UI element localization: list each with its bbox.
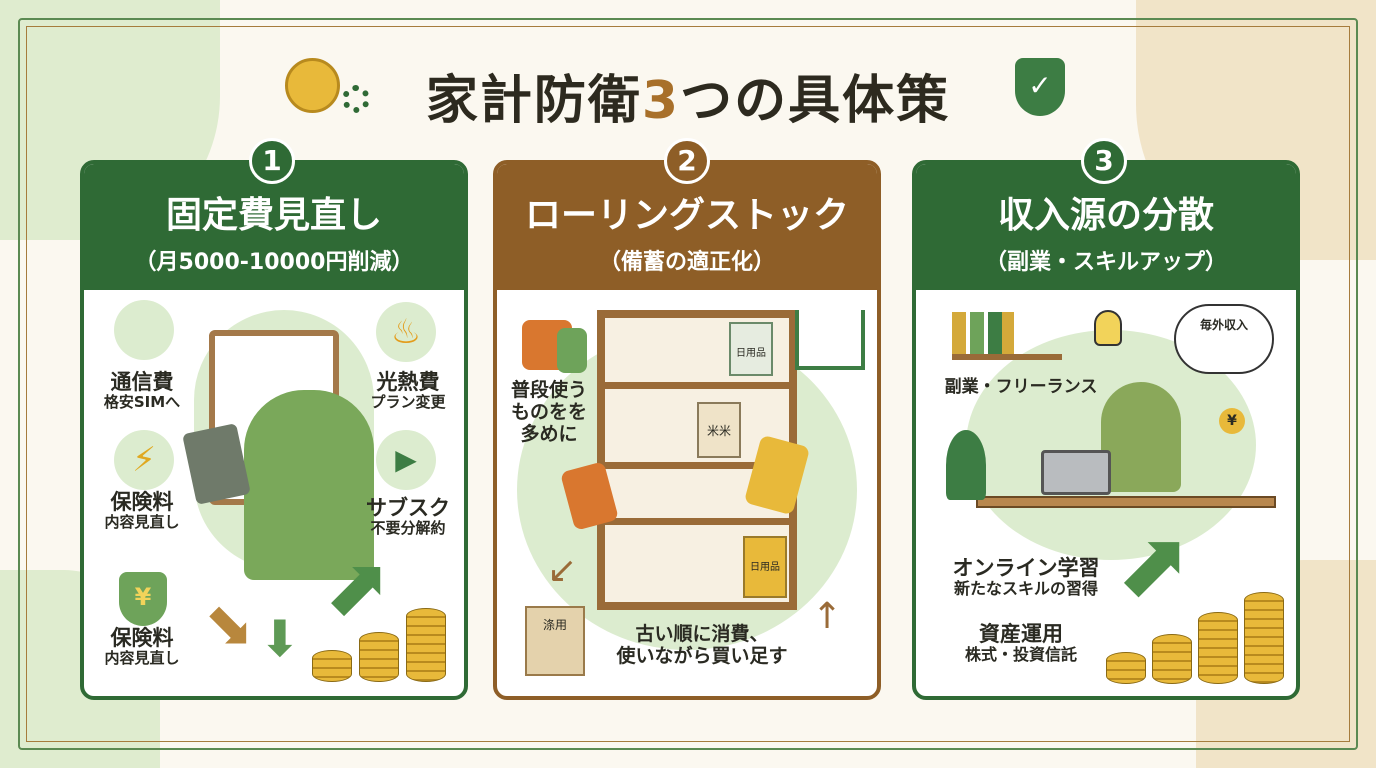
house-icon	[795, 310, 865, 370]
panel-heading: 収入源の分散	[997, 195, 1214, 236]
item-investment: 資産運用株式・投資信託	[946, 622, 1096, 665]
outer-frame	[18, 18, 1358, 750]
panel-income-diversification: 収入源の分散 （副業・スキルアップ） 毎外収入 副業・フリーランス ¥ オンライ…	[912, 160, 1300, 700]
lightbulb-icon	[1094, 310, 1122, 346]
panel-subheading: （副業・スキルアップ）	[984, 250, 1227, 275]
item-title: サブスク	[366, 496, 450, 520]
panel-number-badge: 2	[664, 138, 710, 184]
shelf-board	[605, 382, 789, 389]
panel-subheading: （月5000-10000円削減）	[134, 250, 414, 275]
item-communication: 通信費格安SIMへ	[92, 370, 192, 411]
item-insurance: 保険料内容見直し	[92, 490, 192, 531]
item-side-business: 副業・フリーランス	[944, 377, 1098, 397]
canned-food-icon	[557, 328, 587, 373]
panel-rolling-stock: ローリングストック （備蓄の適正化） 日用品 米米 日用品 普段使うものをを多め…	[493, 160, 881, 700]
panel-header: 固定費見直し （月5000-10000円削減）	[84, 164, 464, 290]
yen-shield-icon: ¥	[119, 572, 167, 626]
item-sub: 新たなスキルの習得	[953, 579, 1098, 599]
laptop-icon	[1041, 450, 1111, 495]
item-sub: 内容見直し	[104, 513, 180, 532]
item-online-learning: オンライン学習新たなスキルの習得	[936, 556, 1116, 599]
down-arrow-icon: ⬊	[204, 590, 255, 660]
cycle-arrow-icon: ↑	[812, 596, 843, 637]
item-subscriptions: サブスク不要分解約	[356, 496, 460, 537]
panel-header: ローリングストック （備蓄の適正化）	[497, 164, 877, 290]
up-arrow-icon: ⬈	[1116, 512, 1192, 617]
coin-stack-icon	[1244, 592, 1284, 684]
inner-frame	[26, 26, 1350, 742]
coin-stack-icon	[359, 632, 399, 682]
shelf-board	[605, 462, 789, 469]
item-title: 保険料	[110, 490, 174, 514]
item-sub: 内容見直し	[104, 649, 180, 668]
desk	[976, 496, 1276, 508]
thought-bubble: 毎外収入	[1174, 304, 1274, 374]
bubble-text: 毎外収入	[1199, 318, 1248, 332]
item-title: 資産運用	[979, 622, 1063, 646]
item-title: 光熱費	[376, 370, 440, 394]
item-title: オンライン学習	[952, 556, 1100, 580]
yen-coin-icon: ¥	[1219, 408, 1245, 434]
panel-header: 収入源の分散 （副業・スキルアップ）	[916, 164, 1296, 290]
bag-label: 日用品	[729, 322, 773, 376]
pouch-label: 涤用	[525, 606, 585, 676]
coin-stack-icon	[1106, 652, 1146, 684]
bottom-note: 古い順に消費、使いながら買い足す	[597, 623, 807, 668]
panel-heading: 固定費見直し	[165, 195, 382, 236]
item-sub: 格安SIMへ	[103, 393, 181, 412]
woman-at-laptop	[1101, 382, 1181, 492]
title-number: 3	[641, 71, 681, 131]
note-line: 使いながら買い足す	[616, 644, 788, 667]
woman-illustration	[244, 390, 374, 580]
bookshelf-icon	[952, 312, 1062, 360]
sim-card-icon	[114, 300, 174, 360]
coin-stack-icon	[285, 58, 340, 113]
item-sub: プラン変更	[370, 393, 446, 412]
panel-subheading: （備蓄の適正化）	[598, 250, 775, 275]
up-arrow-icon: ⬈	[324, 540, 392, 633]
shelf-board	[605, 518, 789, 525]
panel-number-badge: 3	[1081, 138, 1127, 184]
page-title: 家計防衛3つの具体策	[0, 58, 1376, 133]
plant-icon	[946, 430, 986, 500]
note-line: 古い順に消費、	[635, 623, 769, 645]
lightning-icon: ⚡	[114, 430, 174, 490]
item-sub: 株式・投資信託	[964, 645, 1077, 665]
item-insurance-2: 保険料内容見直し	[92, 626, 192, 667]
coin-stack-icon	[1198, 612, 1238, 684]
rice-label: 米米	[697, 402, 741, 458]
item-utilities: 光熱費プラン変更	[356, 370, 460, 411]
item-title: 保険料	[110, 626, 174, 650]
panel-number-badge: 1	[249, 138, 295, 184]
flame-icon: ♨	[376, 302, 436, 362]
shield-check-icon: ✓	[1015, 58, 1065, 116]
panel-heading: ローリングストック	[524, 195, 849, 236]
title-text: つの具体策	[680, 71, 951, 131]
coin-stack-icon	[312, 650, 352, 682]
down-arrow-icon: ⬇	[259, 610, 301, 668]
panel-fixed-costs: 固定費見直し （月5000-10000円削減） 通信費格安SIMへ ♨ 光熱費プ…	[80, 160, 468, 700]
cycle-arrow-icon: ↙	[547, 550, 578, 591]
gear-icon	[342, 85, 370, 113]
item-title: 通信費	[110, 370, 174, 394]
title-text: 家計防衛	[425, 71, 642, 131]
item-sub: 不要分解約	[370, 519, 446, 538]
box-label: 日用品	[743, 536, 787, 598]
monitor-play-icon: ▶	[376, 430, 436, 490]
side-note: 普段使うものをを多めに	[510, 379, 587, 445]
coin-stack-icon	[1152, 634, 1192, 684]
coin-stack-icon	[406, 608, 446, 682]
